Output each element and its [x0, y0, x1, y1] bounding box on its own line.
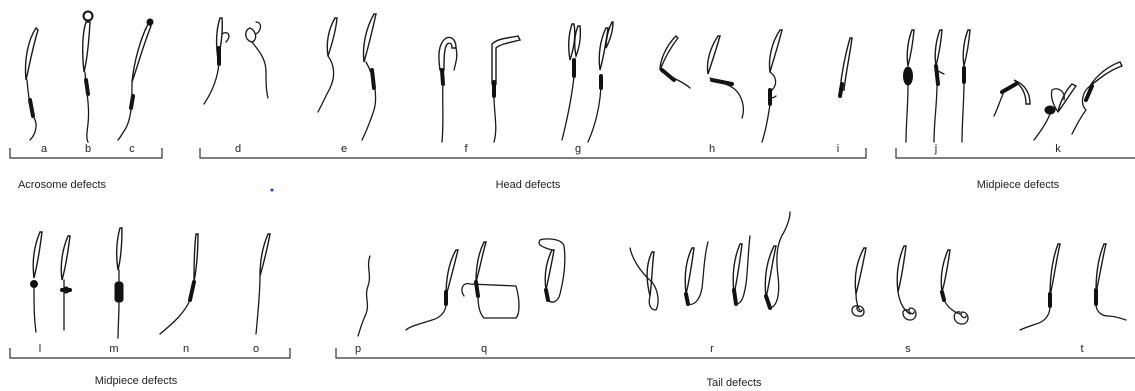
caption-tail-defects: Tail defects: [706, 377, 762, 389]
label-n: n: [183, 343, 189, 355]
sperm-figure-l-right: [61, 236, 70, 330]
sperm-figure-n: [160, 234, 198, 334]
sperm-figure-q-mid: [462, 242, 519, 318]
sperm-figure-s-3: [941, 250, 968, 324]
caption-acrosome-defects: Acrosome defects: [18, 179, 107, 191]
sperm-figure-d-right: [246, 22, 268, 98]
sperm-figure-r-4: [765, 212, 790, 308]
label-s: s: [905, 343, 911, 355]
sperm-figure-l-left: [31, 232, 43, 332]
label-d: d: [235, 143, 241, 155]
sperm-figure-j-right: [962, 30, 970, 142]
sperm-figure-j-left: [904, 30, 915, 142]
sperm-figure-p: [358, 256, 370, 336]
sperm-figure-f-right: [492, 36, 520, 142]
sperm-figure-h-right: [762, 30, 782, 142]
sperm-figure-e-right: [362, 14, 376, 140]
sperm-figure-a: [25, 28, 38, 140]
sperm-figure-g-left: [562, 24, 580, 140]
sperm-figure-b: [83, 12, 93, 143]
label-p: p: [355, 343, 361, 355]
label-e: e: [341, 143, 347, 155]
sperm-figure-r-2: [685, 242, 708, 304]
sperm-figure-r-1: [630, 248, 658, 310]
sperm-figure-i: [840, 38, 852, 96]
sperm-figure-r-3: [733, 236, 750, 304]
sperm-figure-q-left: [406, 250, 458, 330]
sperm-figure-d-left: [204, 18, 229, 104]
label-o: o: [253, 343, 259, 355]
label-t: t: [1080, 343, 1083, 355]
sperm-figure-h-left: [660, 36, 690, 88]
bracket-midpiece-top: [896, 148, 1135, 158]
sperm-figure-k-right: [1072, 62, 1122, 134]
label-a: a: [41, 143, 48, 155]
label-q: q: [481, 343, 487, 355]
caption-head-defects: Head defects: [496, 179, 561, 191]
bracket-midpiece-bottom: [10, 348, 290, 358]
label-h: h: [709, 143, 715, 155]
label-r: r: [710, 343, 714, 355]
sperm-figure-o: [256, 234, 270, 334]
sperm-figure-k-left: [994, 80, 1030, 116]
sperm-figure-h-mid: [707, 36, 743, 118]
sperm-figure-s-1: [852, 248, 866, 316]
sperm-figure-j-mid: [934, 30, 944, 142]
sperm-figure-e-left: [318, 18, 337, 112]
sperm-figure-k-mid: [1034, 84, 1076, 140]
stray-dot: [271, 189, 274, 192]
bracket-tail: [336, 348, 1135, 358]
caption-midpiece-defects-bottom: Midpiece defects: [95, 375, 178, 387]
label-k: k: [1055, 143, 1061, 155]
caption-midpiece-defects-top: Midpiece defects: [977, 179, 1060, 191]
label-i: i: [837, 143, 839, 155]
label-g: g: [575, 143, 581, 155]
sperm-figure-m: [115, 228, 123, 338]
sperm-figure-q-right: [539, 239, 565, 302]
bracket-head: [200, 148, 866, 158]
sperm-figure-t-right: [1096, 244, 1126, 320]
sperm-figure-f-left: [439, 37, 457, 142]
sperm-figure-t-left: [1020, 244, 1060, 330]
sperm-figure-s-2: [897, 246, 916, 320]
label-m: m: [109, 343, 118, 355]
sperm-figure-c: [118, 19, 153, 140]
label-f: f: [464, 143, 468, 155]
label-c: c: [129, 143, 135, 155]
label-l: l: [39, 343, 41, 355]
sperm-figure-g-right: [588, 22, 613, 142]
label-j: j: [934, 143, 937, 155]
label-b: b: [85, 143, 91, 155]
